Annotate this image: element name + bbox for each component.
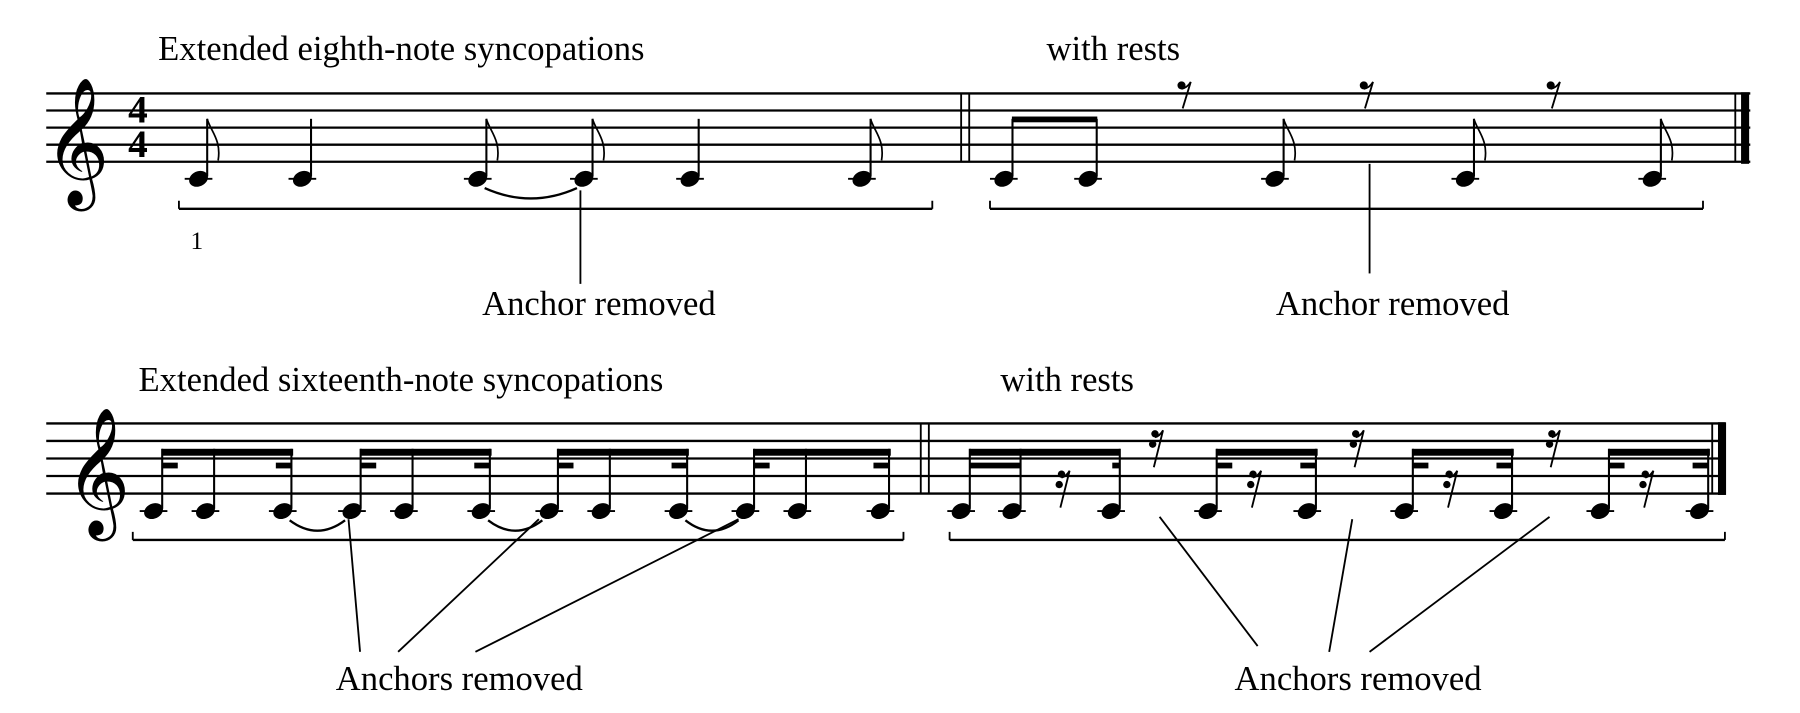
beam-stub [1692, 462, 1709, 469]
sixteenth-rest-icon [1443, 480, 1451, 489]
pointer-line [1369, 516, 1551, 653]
beam [1011, 116, 1098, 123]
row2-annotation-right: Anchors removed [1235, 660, 1482, 698]
pointer-line [1328, 519, 1354, 653]
tie [684, 519, 740, 532]
beam [557, 448, 689, 456]
pointer-line [1158, 516, 1259, 647]
row2-title: Extended sixteenth-note syncopations [139, 361, 664, 399]
beam-stub [1300, 462, 1317, 469]
sixteenth-rest-icon [1643, 470, 1655, 508]
sixteenth-rest-icon [1549, 429, 1561, 468]
sixteenth-rest-icon [1148, 440, 1157, 448]
beam [1608, 448, 1710, 456]
beam-stub [1412, 462, 1429, 469]
final-barline [1741, 92, 1750, 164]
note-flag [591, 118, 605, 161]
eighth-rest-icon [1363, 81, 1374, 109]
sixteenth-rest-icon [1639, 480, 1647, 489]
beam-stub [1608, 462, 1625, 469]
beam-stub [753, 462, 770, 469]
count-label: 1 [190, 227, 203, 255]
beam-stub [873, 462, 890, 469]
tie [288, 519, 346, 532]
beam-stub [1216, 462, 1233, 469]
tie [484, 187, 578, 200]
note-flag [1473, 118, 1487, 161]
row2-rests-title: with rests [1000, 361, 1134, 399]
note-flag [1282, 118, 1297, 161]
row2-annotation-left: Anchors removed [336, 660, 583, 698]
time-signature-bottom: 4 [128, 123, 148, 166]
time-signature-top: 4 [128, 88, 148, 131]
beam-stub [474, 462, 491, 469]
row1-rests-title: with rests [1047, 30, 1181, 68]
treble-clef-icon: 𝄞 [44, 77, 109, 211]
treble-clef-icon: 𝄞 [65, 407, 130, 541]
beam-stub [360, 462, 377, 469]
beam [161, 448, 294, 456]
pointer-line [347, 519, 361, 652]
beam [969, 462, 1022, 469]
sixteenth-rest-icon [1447, 470, 1459, 508]
beam [1216, 448, 1318, 456]
row1-annotation-left: Anchor removed [482, 285, 716, 323]
sixteenth-rest-icon [1349, 440, 1358, 448]
beam-stub [1112, 462, 1121, 469]
beam [753, 448, 891, 456]
row1-annotation-right: Anchor removed [1276, 285, 1510, 323]
notation-marks [46, 81, 1751, 653]
sixteenth-rest-icon [1545, 440, 1554, 448]
eighth-rest-icon [1181, 81, 1192, 109]
pointer-line [397, 518, 540, 653]
final-barline [1717, 422, 1727, 495]
beam [1412, 448, 1514, 456]
sixteenth-rest-icon [1247, 480, 1255, 489]
sixteenth-rest-icon [1353, 429, 1365, 468]
note-flag [206, 118, 220, 161]
note-flag [1660, 118, 1674, 161]
beam-stub [671, 462, 688, 469]
beam [969, 448, 1121, 456]
beam [360, 448, 492, 456]
beam-stub [1496, 462, 1513, 469]
beam-stub [275, 462, 292, 469]
beam-stub [161, 462, 178, 469]
sixteenth-rest-icon [1250, 470, 1263, 508]
pointer-line [475, 518, 739, 653]
note-flag [485, 118, 499, 161]
sixteenth-rest-icon [1055, 480, 1063, 489]
sixteenth-rest-icon [1152, 429, 1164, 468]
sixteenth-rest-icon [1059, 470, 1071, 508]
tie [487, 519, 544, 532]
row1-title: Extended eighth-note syncopations [158, 30, 644, 68]
beam-stub [557, 462, 574, 469]
eighth-rest-icon [1550, 81, 1561, 109]
note-flag [869, 118, 884, 161]
